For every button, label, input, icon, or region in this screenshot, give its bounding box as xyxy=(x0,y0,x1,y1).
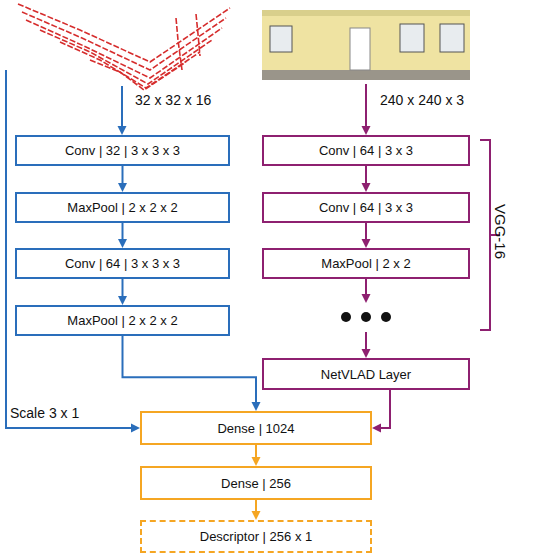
layer-box: MaxPool | 2 x 2 x 2 xyxy=(15,305,230,336)
layer-label: Conv | 64 | 3 x 3 xyxy=(319,200,413,215)
layer-label: Conv | 64 | 3 x 3 xyxy=(319,143,413,158)
dimension-label: Scale 3 x 1 xyxy=(10,405,79,421)
connector-line xyxy=(381,390,390,428)
layer-box: Dense | 1024 xyxy=(140,411,372,445)
flow-arrow xyxy=(362,166,371,192)
connector-line xyxy=(123,336,257,402)
scan-line xyxy=(26,20,222,78)
input-wire xyxy=(121,86,123,127)
flow-arrow xyxy=(123,336,261,411)
flow-arrow xyxy=(372,390,390,433)
connector-line xyxy=(365,166,367,183)
arrow-head xyxy=(118,183,127,192)
dimension-label: 32 x 32 x 16 xyxy=(135,92,211,108)
layer-box: Conv | 64 | 3 x 3 xyxy=(262,192,470,223)
layer-label: Dense | 1024 xyxy=(217,421,294,436)
flow-arrow xyxy=(118,223,127,248)
connector-line xyxy=(365,332,367,349)
layer-label: Descriptor | 256 x 1 xyxy=(200,529,312,544)
dimension-label: 240 x 240 x 3 xyxy=(380,92,464,108)
layer-box: Conv | 32 | 3 x 3 x 3 xyxy=(15,135,230,166)
arrow-head xyxy=(118,239,127,248)
layer-box: MaxPool | 2 x 2 xyxy=(262,248,470,279)
point-cloud xyxy=(18,4,230,90)
layer-label: NetVLAD Layer xyxy=(321,367,411,382)
arrow-head xyxy=(362,239,371,248)
group-label: VGG-16 xyxy=(492,204,508,259)
input-wire xyxy=(365,84,367,127)
ellipsis-dots xyxy=(341,312,391,322)
building-edge xyxy=(262,10,470,16)
door xyxy=(350,28,370,70)
connector-line xyxy=(255,445,257,457)
scan-line xyxy=(90,60,186,90)
layer-label: Conv | 32 | 3 x 3 x 3 xyxy=(65,143,180,158)
window xyxy=(400,24,424,52)
connector-line xyxy=(122,166,124,183)
arrow-head xyxy=(362,294,371,303)
arrow-head xyxy=(118,296,127,305)
arrow-head xyxy=(131,424,140,433)
layer-label: MaxPool | 2 x 2 x 2 xyxy=(67,200,177,215)
layer-box: MaxPool | 2 x 2 x 2 xyxy=(15,192,230,223)
arrow-head xyxy=(252,511,261,520)
layer-box: Conv | 64 | 3 x 3 xyxy=(262,135,470,166)
flow-arrow xyxy=(252,500,261,520)
connector-line xyxy=(365,279,367,294)
building-wall xyxy=(262,10,470,80)
layer-label: MaxPool | 2 x 2 xyxy=(321,256,410,271)
layer-label: MaxPool | 2 x 2 x 2 xyxy=(67,313,177,328)
scan-line xyxy=(22,12,226,70)
flow-arrow xyxy=(252,445,261,466)
scan-line xyxy=(176,18,182,70)
dot xyxy=(381,312,391,322)
layer-label: Dense | 256 xyxy=(221,476,291,491)
arrow-head xyxy=(362,349,371,358)
layer-box: NetVLAD Layer xyxy=(262,358,470,390)
dot xyxy=(361,312,371,322)
scan-line xyxy=(196,14,200,56)
flow-arrow xyxy=(118,166,127,192)
arrow-head xyxy=(362,126,371,135)
window xyxy=(440,24,464,52)
arrow-head xyxy=(372,424,381,433)
connector-line xyxy=(122,279,124,296)
arrow-head xyxy=(252,402,261,411)
layer-box: Dense | 256 xyxy=(140,466,372,500)
connector-line xyxy=(122,223,124,239)
camera-image xyxy=(262,10,470,80)
flow-arrow xyxy=(362,279,371,358)
window xyxy=(270,26,292,52)
layer-box: Descriptor | 256 x 1 xyxy=(140,520,372,553)
flow-arrow xyxy=(362,223,371,248)
arrow-head xyxy=(252,457,261,466)
connector-line xyxy=(255,500,257,511)
flow-arrow xyxy=(118,279,127,305)
dot xyxy=(341,312,351,322)
arrow-head xyxy=(362,183,371,192)
pavement xyxy=(262,70,470,80)
scan-line xyxy=(60,42,200,88)
arrow-head xyxy=(118,126,127,135)
connector-line xyxy=(365,223,367,239)
layer-box: Conv | 64 | 3 x 3 x 3 xyxy=(15,248,230,279)
layer-label: Conv | 64 | 3 x 3 x 3 xyxy=(65,256,180,271)
